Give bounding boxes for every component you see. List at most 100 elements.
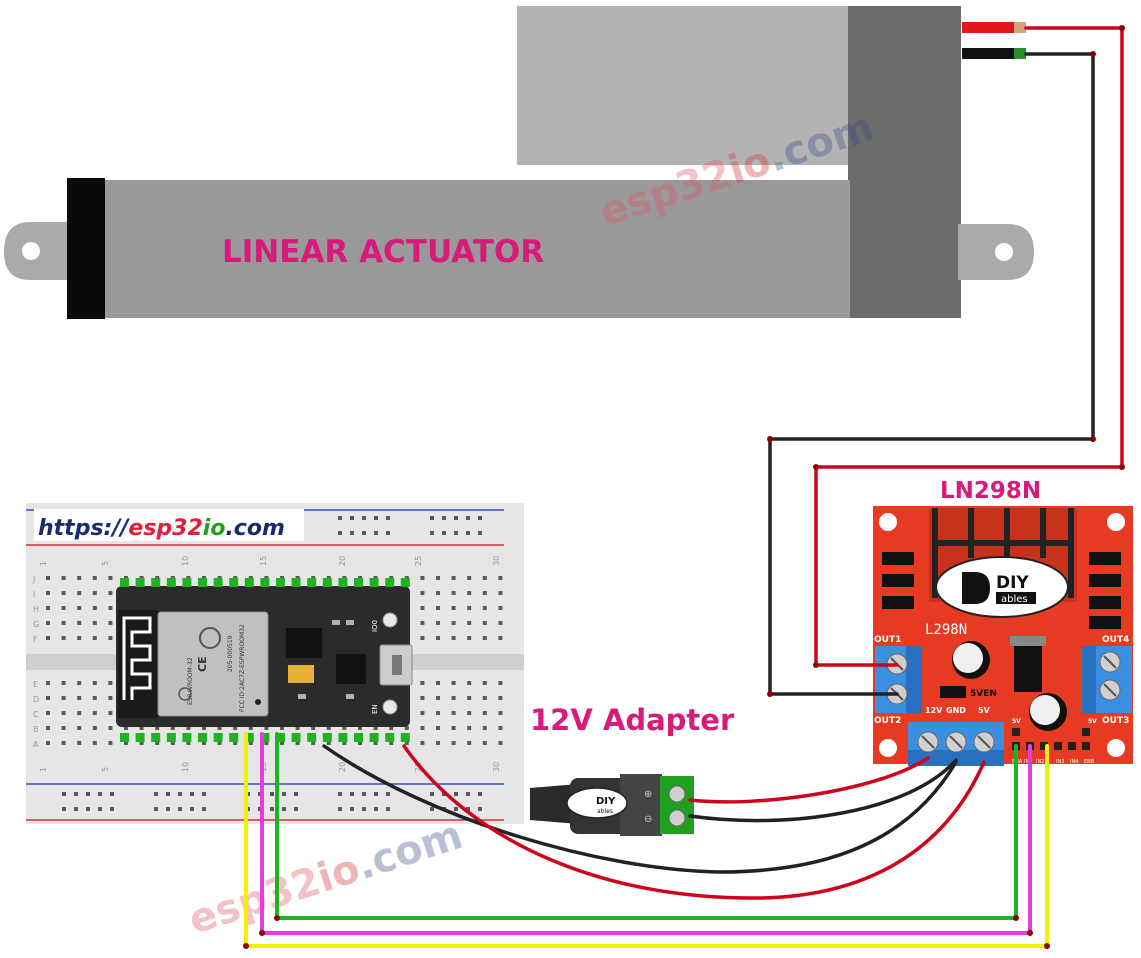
breadboard-hole [350,792,354,796]
breadboard-hole [77,711,82,715]
out2-label: OUT2 [874,716,901,726]
5ven-jumper[interactable] [940,686,966,698]
breadboard-hole [338,531,342,535]
breadboard-hole [467,726,472,730]
esp32-pin [338,578,348,587]
capacitor-yellow [288,665,314,683]
esp32-pin [385,578,395,587]
breadboard-hole [350,531,354,535]
adapter-screw-plus[interactable] [668,785,686,803]
breadboard-hole [124,726,128,730]
diyables-bottom-bg [996,592,1036,604]
col-num-bottom-10: 10 [181,762,190,772]
mount-hole-tl [879,513,897,531]
row-letter-d: D [33,695,39,704]
breadboard-hole [420,696,425,700]
breadboard-hole [498,621,503,625]
breadboard-hole [442,531,446,535]
breadboard-hole [338,807,342,811]
breadboard-hole [190,792,194,796]
breadboard-hole [389,726,394,730]
breadboard-hole [436,636,440,640]
breadboard-hole [420,621,425,625]
out1-label: OUT1 [874,635,901,645]
breadboard-hole [77,591,82,595]
diyables-bottom: ables [1001,594,1028,605]
col-num-bottom-1: 1 [39,767,48,772]
side-5v-right-label: 5V [1088,718,1097,725]
breadboard-hole [436,711,440,715]
breadboard-hole [108,576,113,580]
esp32-pin [276,578,285,587]
smd-part-3 [298,694,306,699]
breadboard-hole [108,636,113,640]
breadboard-hole [482,636,487,640]
breadboard-hole [430,807,434,811]
terminal-out1-out2 [875,646,922,713]
breadboard-hole [190,807,194,811]
breadboard-hole [248,741,253,745]
esp32-pin [198,733,207,742]
en-button[interactable] [382,699,398,715]
regulator-chip [286,628,322,658]
row-letter-h: H [33,605,39,614]
col-num-30: 30 [492,556,501,566]
breadboard-hole [436,621,440,625]
breadboard-hole [86,792,90,796]
url-brand: esp32 [128,516,202,541]
breadboard-hole [248,726,253,730]
breadboard-hole [467,711,472,715]
breadboard-hole [46,636,50,640]
breadboard-hole [74,807,78,811]
breadboard-hole [62,807,66,811]
esp32-pin [120,578,129,587]
in2-label: IN2 [1036,759,1044,765]
url-banner-bg [34,509,304,541]
esp32-pin [229,578,239,587]
url-banner: https://esp32io.com [34,509,304,541]
breadboard-hole [92,711,97,715]
breadboard-hole [436,591,440,595]
io0-button[interactable] [382,612,398,628]
breadboard-hole [264,726,269,730]
breadboard-hole [482,681,487,685]
esp32-pin [229,733,239,742]
adapter-screw-minus[interactable] [668,809,686,827]
breadboard-hole [466,792,470,796]
capacitor-2-top [1030,695,1060,725]
esp32-antenna-trace [122,616,152,700]
wire-esp-vin [402,744,986,900]
breadboard-hole [498,681,503,685]
mount-hole-tr [1107,513,1125,531]
breadboard-hole [202,807,206,811]
breadboard-hole [92,726,97,730]
wire-adapter-plus [688,756,930,804]
breadboard-hole [46,726,50,730]
espressif-logo-icon [199,627,221,649]
breadboard-hole [166,792,170,796]
breadboard-hole [295,726,300,730]
breadboard-hole [362,807,366,811]
breadboard-hole [436,681,440,685]
breadboard-hole [86,807,90,811]
esp32-pin [354,578,363,587]
breadboard-hole [155,741,160,745]
smd-part-1 [332,620,340,625]
actuator-black-lead [962,48,1020,59]
breadboard-hole [311,741,316,745]
chip-label: L298N [925,622,967,638]
esp32-pin [182,733,192,742]
row-letter-e: E [33,680,38,689]
esp32-pin [260,733,270,742]
esp32-ce-mark: CE [196,656,209,672]
breadboard-row-letters: J I H G F E D C B A [32,575,39,749]
breadboard-hole [77,576,82,580]
breadboard-hole [46,681,50,685]
breadboard-hole [233,726,238,730]
breadboard-hole [108,711,113,715]
svg-text:https://esp32io.com: https://esp32io.com [38,516,285,541]
esp32-pin-headers [120,578,410,742]
esp32-pin [369,733,379,742]
breadboard-hole [386,516,390,520]
breadboard-hole [467,696,472,700]
